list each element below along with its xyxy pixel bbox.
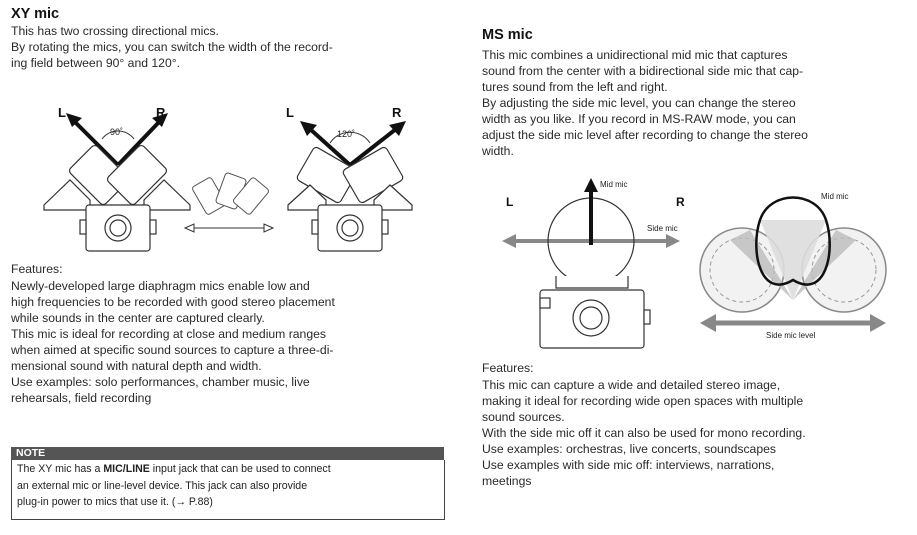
- xy-feature-line: high frequencies to be recorded with goo…: [11, 295, 335, 309]
- ms-mic-title: MS mic: [482, 27, 533, 43]
- ms-polar-pattern: Mid mic Side mic level: [699, 192, 887, 340]
- ms-intro-line: By adjusting the side mic level, you can…: [482, 96, 796, 110]
- xy-feature-line: This mic is ideal for recording at close…: [11, 327, 326, 341]
- note-line-3: plug-in power to mics that use it. (→ P.…: [17, 496, 213, 508]
- xy-90-degree-figure: L R 90˚: [43, 105, 191, 252]
- xy-left-label-1: L: [58, 105, 66, 120]
- xy-features-label: Features:: [11, 262, 63, 276]
- ms-features-label: Features:: [482, 361, 534, 375]
- xy-mic-diagram: L R 90˚ L R: [43, 105, 413, 252]
- xy-left-label-2: L: [286, 105, 294, 120]
- xy-mic-title: XY mic: [11, 6, 60, 22]
- ms-right-label: R: [676, 195, 685, 209]
- mic-line-jack-label: MIC/LINE: [103, 463, 150, 475]
- ms-feature-line: sound sources.: [482, 410, 565, 424]
- ms-left-label: L: [506, 195, 513, 209]
- xy-feature-line: rehearsals, field recording: [11, 391, 152, 405]
- xy-right-label-2: R: [392, 105, 402, 120]
- xy-angle-120: 120˚: [337, 129, 355, 139]
- ms-intro-line: width as you like. If you record in MS-R…: [482, 112, 796, 126]
- ms-mic-diagram: L R Side mic Mid mic: [502, 178, 685, 349]
- xy-intro-line-1: This has two crossing directional mics.: [11, 24, 219, 38]
- mid-mic-label-2: Mid mic: [821, 192, 849, 201]
- side-mic-level-label: Side mic level: [766, 331, 816, 340]
- xy-right-label-1: R: [156, 105, 166, 120]
- ms-intro-line: adjust the side mic level after recordin…: [482, 128, 808, 142]
- xy-feature-line: Use examples: solo performances, chamber…: [11, 375, 310, 389]
- ms-feature-line: making it ideal for recording wide open …: [482, 394, 804, 408]
- xy-intro-line-2: By rotating the mics, you can switch the…: [11, 40, 333, 54]
- note-line-2: an external mic or line-level device. Th…: [17, 479, 308, 492]
- note-body: The XY mic has a MIC/LINE input jack tha…: [11, 460, 445, 520]
- xy-feature-line: while sounds in the center are captured …: [11, 311, 265, 325]
- ms-intro-line: width.: [482, 144, 514, 158]
- xy-intro-line-3: ing field between 90° and 120°.: [11, 56, 180, 70]
- ms-intro-line: This mic combines a unidirectional mid m…: [482, 48, 788, 62]
- note-line-1: The XY mic has a MIC/LINE input jack tha…: [17, 463, 331, 475]
- ms-feature-line: With the side mic off it can also be use…: [482, 426, 806, 440]
- xy-120-degree-figure: L R 120˚: [286, 105, 413, 252]
- ms-feature-line: meetings: [482, 474, 532, 488]
- xy-rotation-illustration: [183, 172, 275, 233]
- side-mic-label: Side mic: [647, 224, 678, 233]
- note-heading: NOTE: [11, 447, 444, 460]
- ms-feature-line: This mic can capture a wide and detailed…: [482, 378, 781, 392]
- xy-feature-line: Newly-developed large diaphragm mics ena…: [11, 279, 310, 293]
- ms-feature-line: Use examples: orchestras, live concerts,…: [482, 442, 776, 456]
- xy-feature-line: mensional sound with natural depth and w…: [11, 359, 262, 373]
- xy-angle-90: 90˚: [110, 127, 123, 137]
- ms-feature-line: Use examples with side mic off: intervie…: [482, 458, 775, 472]
- ms-intro-line: sound from the center with a bidirection…: [482, 64, 804, 78]
- ms-intro-line: tures sound from the left and right.: [482, 80, 668, 94]
- mid-mic-label: Mid mic: [600, 180, 628, 189]
- xy-feature-line: when aimed at specific sound sources to …: [11, 343, 334, 357]
